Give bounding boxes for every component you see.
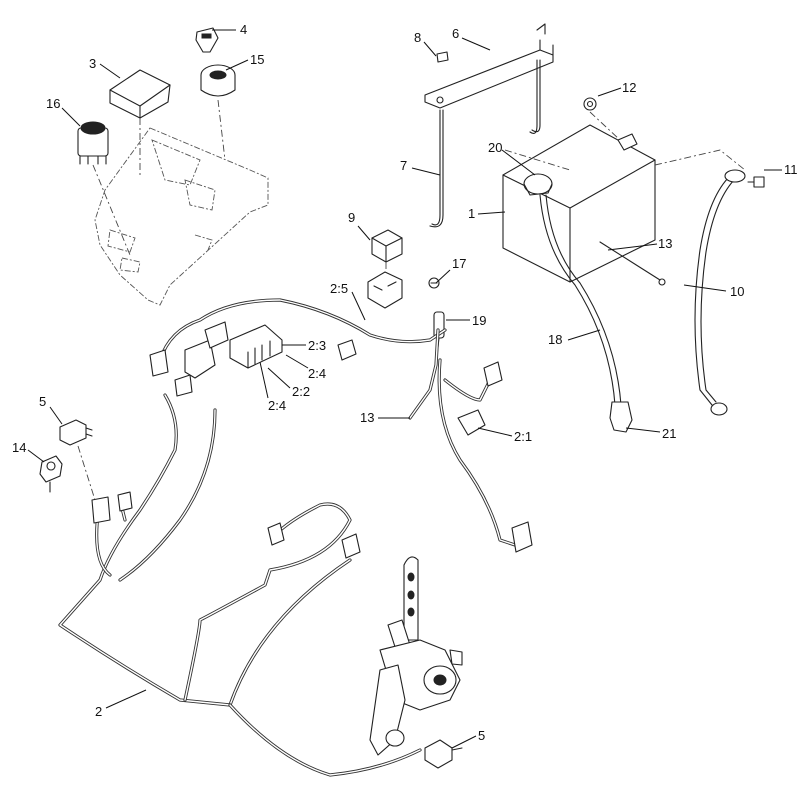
part-17-screw	[428, 277, 440, 289]
part-21-cable-boot	[609, 401, 633, 433]
part-5-switch-lower	[424, 739, 463, 769]
lever-assembly	[369, 556, 463, 756]
part-8-wing-nut	[436, 51, 449, 63]
callout-19: 19	[472, 313, 486, 328]
part-11-bolt	[747, 176, 765, 188]
part-5-switch-upper	[59, 419, 96, 501]
callout-5b: 5	[478, 728, 485, 743]
part-16-push-switch	[77, 121, 131, 256]
callout-17: 17	[452, 256, 466, 271]
callout-16: 16	[46, 96, 60, 111]
callout-3: 3	[89, 56, 96, 71]
part-15-ignition-switch	[200, 64, 236, 161]
part-14-switch-upper	[39, 455, 63, 493]
callout-2-4a: 2:4	[308, 366, 326, 381]
part-13-cable-tie	[599, 241, 666, 286]
callout-21: 21	[662, 426, 676, 441]
callout-10: 10	[730, 284, 744, 299]
callout-6: 6	[452, 26, 459, 41]
callout-2: 2	[95, 704, 102, 719]
part-3-module	[109, 69, 171, 175]
callout-2-2: 2:2	[292, 384, 310, 399]
relay-socket	[367, 271, 403, 309]
callout-15: 15	[250, 52, 264, 67]
callout-2-4b: 2:4	[268, 398, 286, 413]
callout-7: 7	[400, 158, 407, 173]
part-10-negative-cable	[654, 149, 746, 416]
callout-1: 1	[468, 206, 475, 221]
callout-9: 9	[348, 210, 355, 225]
callout-labels: 1 2 2:1 2:2 2:3 2:4 2:4 2:5 3 4 5 5 6 7 …	[12, 22, 798, 743]
part-20-terminal-boot	[523, 173, 553, 196]
callout-20: 20	[488, 140, 502, 155]
part-7-hold-down-rod	[429, 59, 541, 228]
part-1-battery	[502, 124, 656, 283]
callout-14: 14	[12, 440, 26, 455]
leader-lines	[27, 29, 782, 749]
callout-2-5: 2:5	[330, 281, 348, 296]
callout-2-3: 2:3	[308, 338, 326, 353]
callout-8: 8	[414, 30, 421, 45]
callout-13b: 13	[360, 410, 374, 425]
part-9-relay	[371, 229, 403, 275]
callout-4: 4	[240, 22, 247, 37]
callout-5a: 5	[39, 394, 46, 409]
mounting-plate	[94, 127, 269, 306]
part-18-positive-cable	[539, 194, 622, 406]
callout-11: 11	[784, 162, 798, 177]
callout-12: 12	[622, 80, 636, 95]
callout-2-1: 2:1	[514, 429, 532, 444]
callout-13a: 13	[658, 236, 672, 251]
part-4-key	[195, 27, 219, 53]
part-12-nut	[583, 97, 621, 141]
harness-connectors	[91, 321, 533, 559]
part-6-battery-bracket	[424, 23, 554, 109]
callout-18: 18	[548, 332, 562, 347]
part-2-wire-harness	[58, 298, 517, 777]
